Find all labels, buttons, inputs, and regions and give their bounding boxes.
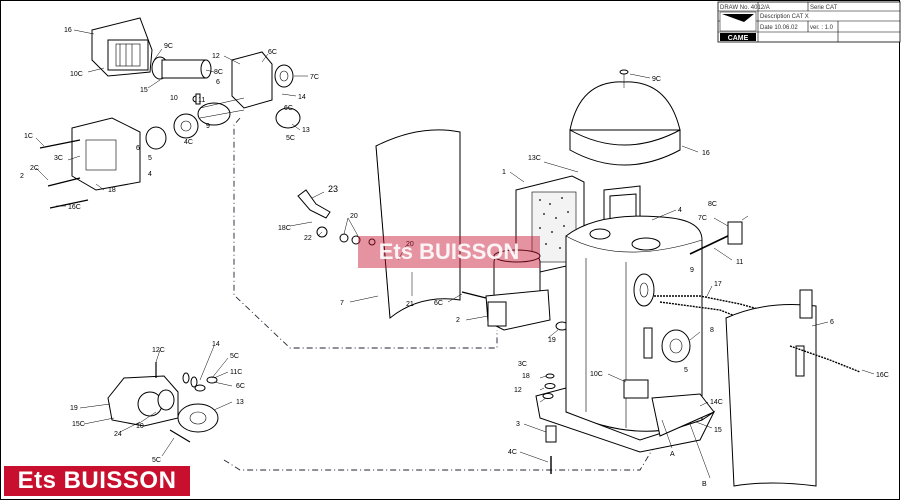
dome-cover [569,69,681,166]
label: 12 [212,53,220,60]
brand-logo: Ets BUISSON [4,466,190,496]
label: 11 [198,97,205,104]
label: 1C [24,133,33,140]
label: 3C [518,361,527,368]
label: 6 [216,79,220,86]
label: 10 [170,95,178,102]
label: 15C [72,421,85,428]
label: 6C [434,300,443,307]
label: 19 [548,337,556,344]
label: 19 [70,405,78,412]
release-lever [297,189,376,246]
label: 6C [284,105,293,112]
title-version: ver. : 1.0 [810,25,834,31]
label: 16 [64,27,72,34]
title-description: Description CAT X [760,14,809,20]
label: 5 [684,367,688,374]
label: 21 [406,301,414,308]
label: 11 [736,259,743,266]
label: 20 [350,213,358,220]
label: 13 [236,399,244,406]
main-column [535,185,791,453]
label: B [702,481,707,488]
label: 10 [136,423,144,430]
label: 15 [140,87,148,94]
label: 6 [830,319,834,326]
label: 4 [148,171,152,178]
label: 1 [502,169,506,176]
label: 18C [278,225,291,232]
label: 23 [328,184,338,194]
label: 8 [710,327,714,334]
label: A [670,451,675,458]
label: 18 [108,187,116,194]
title-serie: Serie CAT [810,5,838,11]
motor-assembly-exploded [39,17,301,209]
label: 3 [516,421,520,428]
label: 2 [456,317,460,324]
label: 2C [30,165,39,172]
part-labels: 16 9C 10C 15 8C 6 10 11 12 6C 7C 14 6C 1… [20,27,889,488]
label: 5C [152,457,161,464]
label: 9C [164,43,173,50]
label: 11C [230,369,242,376]
label: 6 [136,145,140,152]
label: 3C [54,155,63,162]
label: 14C [710,399,723,406]
label: 8C [708,201,717,208]
label: 2 [20,173,24,180]
label: 7C [310,74,319,81]
release-mechanism [107,362,219,443]
label: 16C [68,204,81,211]
label: 16 [702,150,710,157]
label: 7 [340,300,344,307]
label: 10C [70,71,83,78]
label: 5C [286,135,295,142]
assembly-path-lines [223,117,659,471]
label: 20 [406,241,414,248]
label: 18 [522,373,530,380]
right-shell [725,289,861,487]
watermark-logo: Ets BUISSON [358,236,540,268]
label: 7C [698,215,707,222]
came-brand: CAME [728,35,749,42]
label: 6C [236,383,245,390]
label: 4C [508,449,517,456]
label: 24 [114,431,122,438]
label: 9C [652,76,661,83]
title-block: DRAW No. 4012/A Serie CAT Description CA… [717,1,901,43]
title-date: Date 10.06.02 [760,25,798,31]
label: 8C [214,69,223,76]
label: 4 [678,207,682,214]
label: 12C [152,347,165,354]
label: 16C [876,372,889,379]
leader-lines [35,29,875,479]
anchor-hardware [542,373,557,474]
label: 10C [590,371,603,378]
label: 14 [212,341,220,348]
pillar-shell [375,129,461,319]
title-draw-no: DRAW No. 4012/A [720,5,770,11]
label: 5C [230,353,239,360]
label: 22 [304,235,312,242]
label: 13C [528,155,541,162]
label: 17 [714,281,722,288]
gearmotor [461,249,569,331]
label: 12 [514,387,522,394]
label: 9 [690,267,694,274]
label: 6C [268,49,277,56]
label: 4C [184,139,193,146]
label: 15 [714,427,722,434]
label: 5 [148,155,152,162]
label: 9 [206,123,210,130]
label: 13 [302,127,310,134]
label: 14 [298,94,306,101]
